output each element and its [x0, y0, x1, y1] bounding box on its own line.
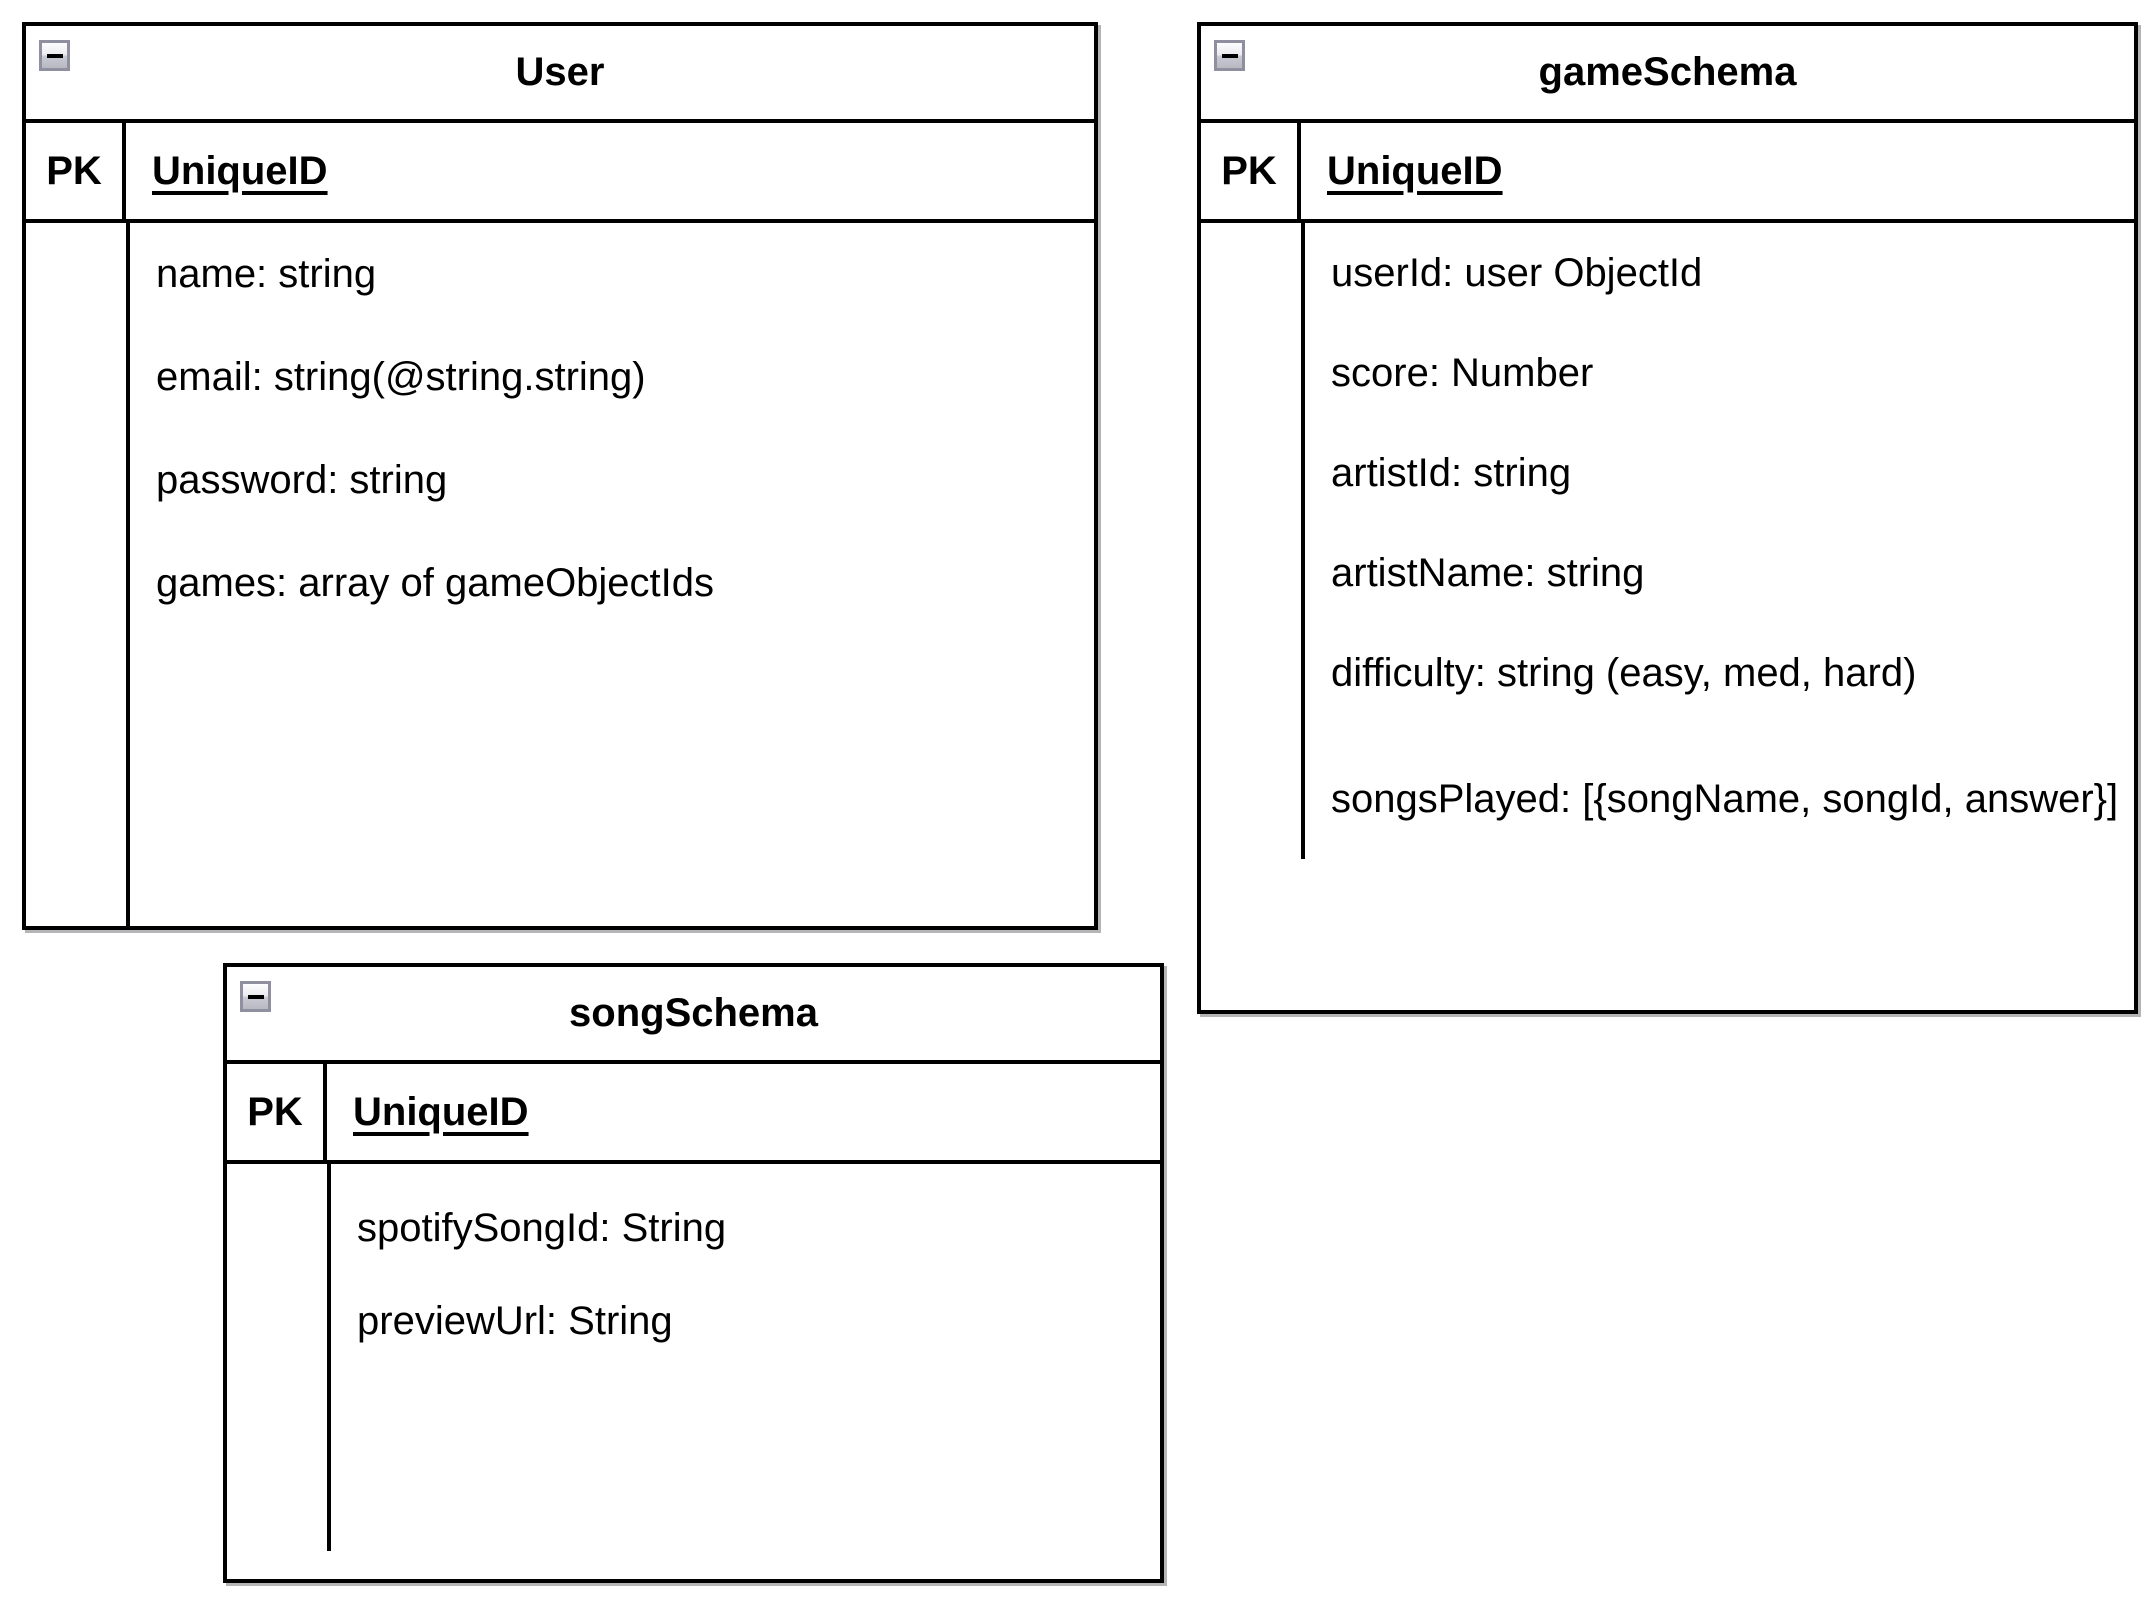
pk-label: PK	[227, 1064, 327, 1160]
field-row: score: Number	[1331, 350, 1594, 395]
column-divider	[327, 1164, 331, 1551]
field-row: artistId: string	[1331, 450, 1572, 495]
field-row: songsPlayed: [{songName, songId, answer}…	[1331, 776, 2119, 821]
field-row: games: array of gameObjectIds	[156, 561, 715, 605]
entity-header: songSchema	[227, 967, 1160, 1064]
entity-table-gameschema[interactable]: gameSchema PK UniqueID userId: user Obje…	[1197, 22, 2138, 1014]
field-row: spotifySongId: String	[357, 1206, 727, 1250]
entity-table-user[interactable]: User PK UniqueID name: string email: str…	[22, 22, 1098, 930]
primary-key-field: UniqueID	[152, 148, 328, 193]
entity-body: name: string email: string(@string.strin…	[26, 223, 1094, 926]
entity-body: spotifySongId: String previewUrl: String	[227, 1164, 1160, 1579]
entity-header: gameSchema	[1201, 26, 2134, 123]
collapse-button[interactable]	[1214, 40, 1245, 71]
field-row: previewUrl: String	[357, 1299, 673, 1343]
entity-table-songschema[interactable]: songSchema PK UniqueID spotifySongId: St…	[223, 963, 1164, 1583]
collapse-button[interactable]	[39, 40, 70, 71]
minus-icon	[1221, 53, 1238, 58]
field-row: password: string	[156, 458, 448, 502]
primary-key-field: UniqueID	[353, 1089, 529, 1134]
field-list: spotifySongId: String previewUrl: String	[357, 1164, 1152, 1368]
pk-label: PK	[26, 123, 126, 219]
entity-title: gameSchema	[1538, 50, 1797, 94]
primary-key-row: PK UniqueID	[227, 1064, 1160, 1164]
entity-header: User	[26, 26, 1094, 123]
collapse-button[interactable]	[240, 981, 271, 1012]
field-row: name: string	[156, 252, 377, 296]
minus-icon	[46, 53, 63, 58]
entity-body: userId: user ObjectId score: Number arti…	[1201, 223, 2134, 1010]
primary-key-row: PK UniqueID	[1201, 123, 2134, 223]
field-list: userId: user ObjectId score: Number arti…	[1331, 223, 2126, 849]
column-divider	[1301, 223, 1305, 859]
field-row: artistName: string	[1331, 550, 1645, 595]
entity-title: User	[515, 50, 605, 94]
column-divider	[126, 223, 130, 926]
field-row: email: string(@string.string)	[156, 355, 646, 399]
pk-label: PK	[1201, 123, 1301, 219]
entity-title: songSchema	[569, 991, 818, 1035]
primary-key-field: UniqueID	[1327, 148, 1503, 193]
field-row: difficulty: string (easy, med, hard)	[1331, 650, 1917, 695]
field-list: name: string email: string(@string.strin…	[156, 223, 1086, 635]
primary-key-row: PK UniqueID	[26, 123, 1094, 223]
field-row: userId: user ObjectId	[1331, 250, 1703, 295]
minus-icon	[247, 994, 264, 999]
